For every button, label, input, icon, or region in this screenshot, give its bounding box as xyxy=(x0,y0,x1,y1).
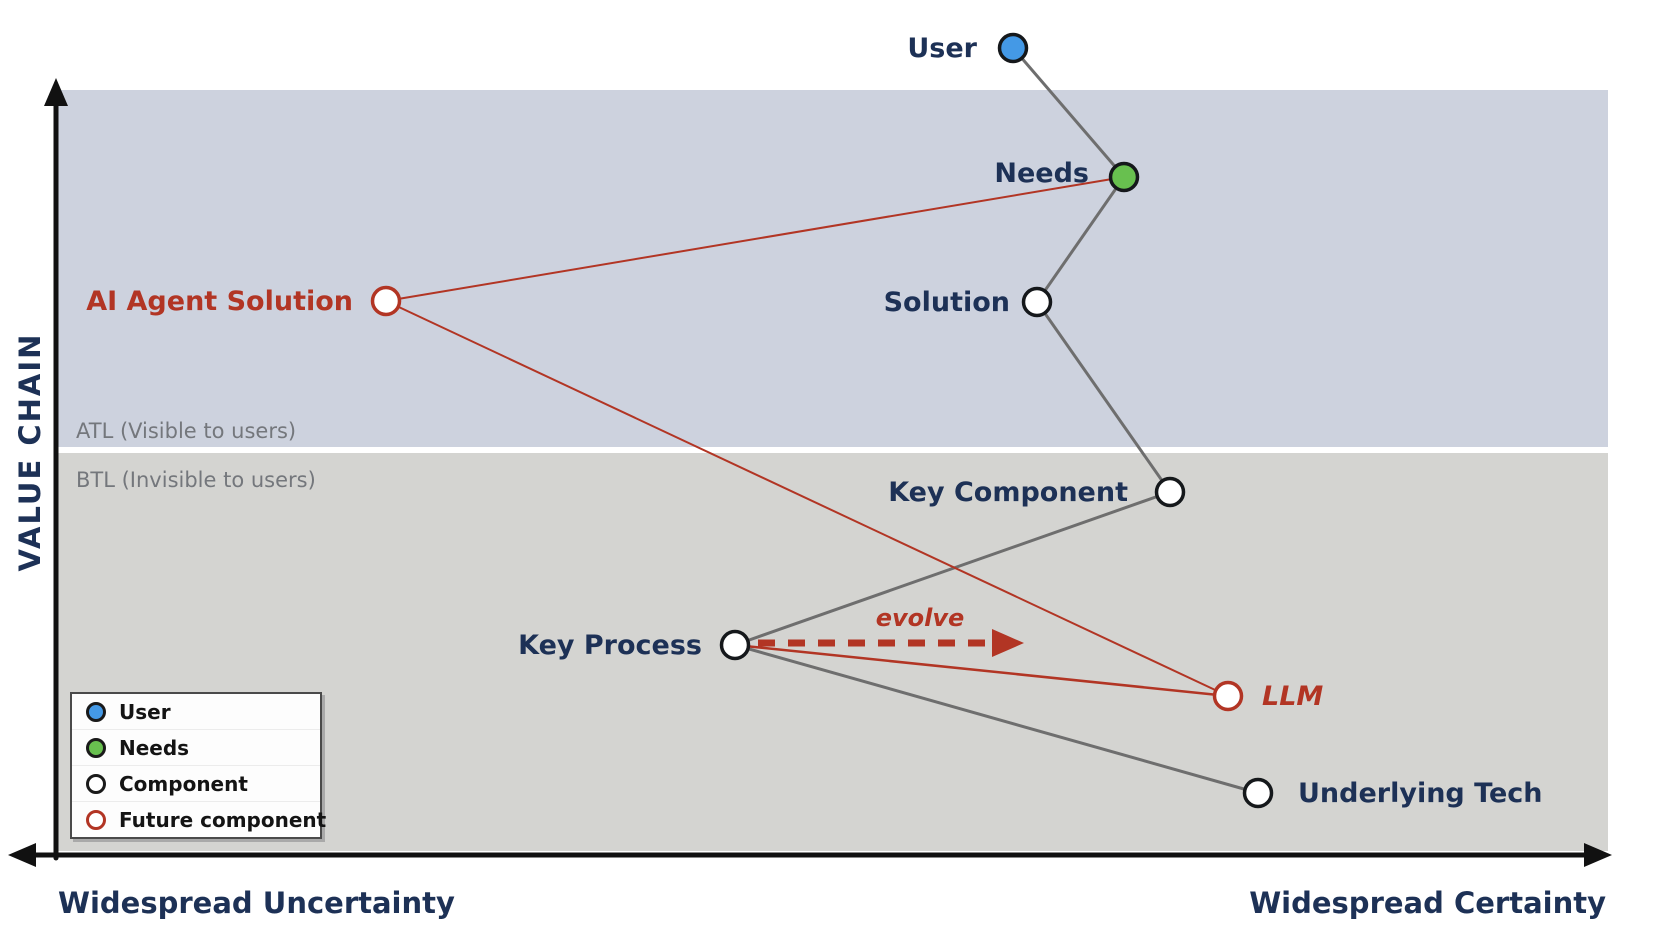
y-axis-arrowhead xyxy=(44,78,68,106)
node-label-needs: Needs xyxy=(994,158,1089,189)
band-label-btl: BTL (Invisible to users) xyxy=(76,468,316,492)
node-label-solution: Solution xyxy=(884,287,1010,318)
node-llm xyxy=(1212,680,1244,712)
node-needs xyxy=(1108,161,1140,193)
needs-legend-dot xyxy=(86,737,106,758)
edge-key-process-underlying-tech xyxy=(734,643,1259,795)
value-chain-axis-label: VALUE CHAIN xyxy=(13,332,47,572)
band-label-atl: ATL (Visible to users) xyxy=(76,419,296,443)
edges-layer xyxy=(385,47,1259,795)
user-legend-dot xyxy=(86,701,106,722)
node-underlying-tech xyxy=(1242,777,1274,809)
legend-row-component: Component xyxy=(72,765,320,801)
edge-key-component-key-process xyxy=(734,490,1171,647)
node-label-user: User xyxy=(907,33,977,64)
bands-layer: ATL (Visible to users) BTL (Invisible to … xyxy=(58,90,1608,851)
legend: User Needs Component Future component xyxy=(70,692,326,839)
node-label-key-process: Key Process xyxy=(518,630,702,661)
x-axis-arrowhead-left xyxy=(8,843,36,867)
evolve-arrowhead xyxy=(992,629,1024,657)
node-label-ai-agent-solution: AI Agent Solution xyxy=(86,286,353,317)
certainty-axis-label: Widespread Certainty xyxy=(1249,886,1606,920)
node-solution xyxy=(1021,286,1053,318)
node-label-underlying-tech: Underlying Tech xyxy=(1298,778,1543,809)
legend-row-needs: Needs xyxy=(72,729,320,765)
node-key-process xyxy=(719,629,751,661)
future-component-legend-dot xyxy=(86,809,106,830)
node-label-llm: LLM xyxy=(1262,681,1323,712)
evolve-label: evolve xyxy=(876,604,965,632)
edge-user-needs xyxy=(1011,47,1126,178)
band-atl xyxy=(58,90,1608,447)
edge-ai-agent-solution-needs xyxy=(385,176,1125,302)
axes-layer xyxy=(8,78,1612,867)
component-legend-dot xyxy=(86,773,106,794)
legend-row-future-component: Future component xyxy=(72,801,326,837)
node-user xyxy=(997,32,1029,64)
x-axis-arrowhead-right xyxy=(1584,843,1612,867)
edge-ai-agent-solution-llm xyxy=(385,300,1229,697)
legend-label: Needs xyxy=(119,735,190,760)
uncertainty-axis-label: Widespread Uncertainty xyxy=(58,886,455,920)
node-key-component xyxy=(1154,476,1186,508)
legend-row-user: User xyxy=(72,694,320,729)
legend-label: Component xyxy=(119,771,248,796)
node-label-key-component: Key Component xyxy=(888,477,1128,508)
legend-label: Future component xyxy=(119,807,327,832)
legend-label: User xyxy=(119,699,171,724)
edge-needs-solution xyxy=(1035,176,1126,303)
nodes-layer xyxy=(370,32,1274,809)
node-ai-agent-solution xyxy=(370,285,402,317)
edge-key-process-llm xyxy=(734,643,1229,698)
evolve-layer: evolve xyxy=(758,604,1024,657)
edge-solution-key-component xyxy=(1035,301,1172,493)
